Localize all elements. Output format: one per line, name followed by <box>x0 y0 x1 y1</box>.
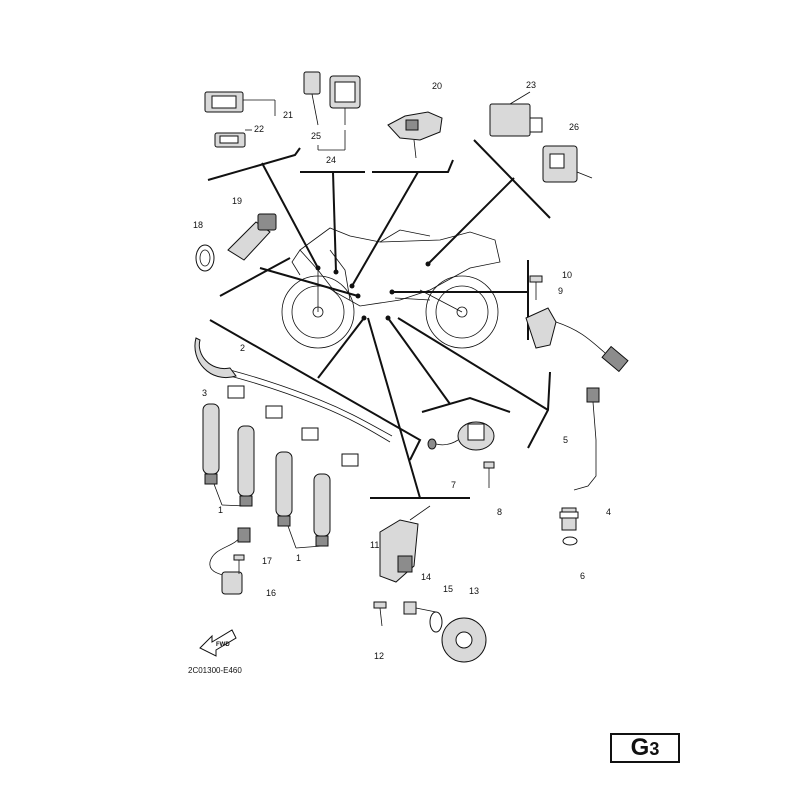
part-bolt-14 <box>403 601 437 615</box>
part-switch-4 <box>559 507 579 531</box>
motorcycle-illustration <box>281 227 501 349</box>
part-bolt-10 <box>529 275 543 300</box>
part-o-ring-18 <box>195 244 215 272</box>
page-tag: G 3 <box>610 733 680 763</box>
part-rotor-13 <box>441 617 487 663</box>
callout-17: 17 <box>262 556 272 566</box>
callout-14: 14 <box>421 572 431 582</box>
callout-24: 24 <box>326 155 336 165</box>
part-bolt-17 <box>233 554 245 574</box>
callout-25: 25 <box>311 131 321 141</box>
part-washer-6 <box>562 536 578 546</box>
callout-7: 7 <box>451 480 456 490</box>
part-sensor-9 <box>525 307 629 373</box>
callout-1b: 1 <box>296 553 301 563</box>
callout-8: 8 <box>497 507 502 517</box>
callout-18: 18 <box>193 220 203 230</box>
drawing-code: 2C01300-E460 <box>188 666 242 675</box>
callout-labels: 1 1 2 3 4 5 6 7 8 9 10 11 12 13 14 15 16… <box>193 80 611 661</box>
callout-16: 16 <box>266 588 276 598</box>
part-sensor-19 <box>227 213 277 261</box>
callout-19: 19 <box>232 196 242 206</box>
part-harness-2 <box>227 369 393 467</box>
leader-lines <box>207 139 551 499</box>
part-relay-25 <box>303 71 346 151</box>
page-tag-letter: G <box>630 734 650 761</box>
callout-3: 3 <box>202 388 207 398</box>
part-sensor-20 <box>387 111 443 159</box>
callout-6: 6 <box>580 571 585 581</box>
callout-23: 23 <box>526 80 536 90</box>
callout-5: 5 <box>563 435 568 445</box>
part-unit-26 <box>542 145 593 183</box>
part-sensor-16 <box>209 527 251 595</box>
part-screw-12 <box>373 601 387 627</box>
part-bolt-8 <box>483 461 495 488</box>
callout-13: 13 <box>469 586 479 596</box>
callout-15: 15 <box>443 584 453 594</box>
callout-4: 4 <box>606 507 611 517</box>
callout-21: 21 <box>283 110 293 120</box>
page-tag-number: 3 <box>649 739 660 759</box>
callout-22: 22 <box>254 124 264 134</box>
callout-11: 11 <box>370 540 379 550</box>
part-unit-23 <box>489 91 543 137</box>
callout-20: 20 <box>432 81 442 91</box>
callout-1a: 1 <box>218 505 223 515</box>
fwd-label: FWD <box>216 642 230 648</box>
fwd-arrow-icon: FWD <box>199 629 237 657</box>
part-ignition-coils-1 <box>202 403 331 549</box>
part-lead-5 <box>573 387 600 491</box>
callout-26: 26 <box>569 122 579 132</box>
callout-12: 12 <box>374 651 384 661</box>
part-connector-21 <box>204 91 276 116</box>
callout-9: 9 <box>558 286 563 296</box>
callout-2: 2 <box>240 343 245 353</box>
part-washer-15 <box>429 611 443 633</box>
part-sensor-11 <box>379 505 431 583</box>
callout-10: 10 <box>562 270 572 280</box>
part-connector-22 <box>214 129 252 148</box>
part-sensor-7 <box>427 421 495 451</box>
part-relay-24 <box>329 75 361 125</box>
part-clamp-3 <box>194 337 237 378</box>
